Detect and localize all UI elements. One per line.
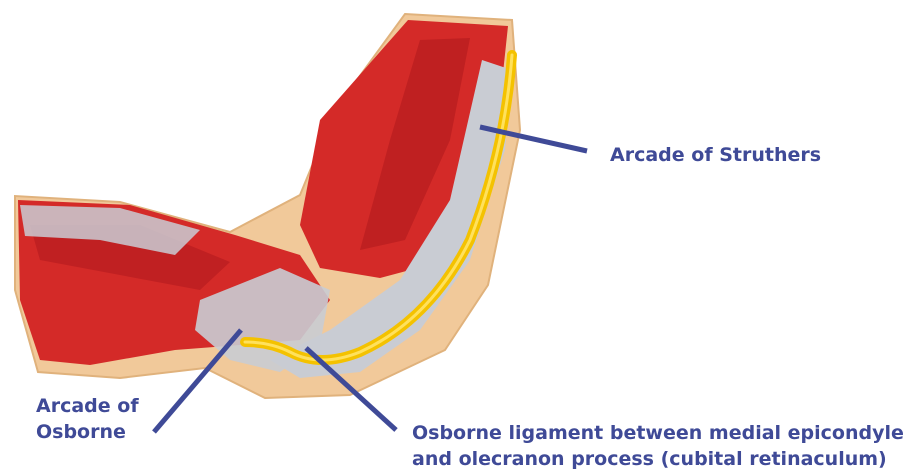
label-arcade-of-osborne-line2: Osborne: [36, 419, 139, 445]
label-osborne-ligament: Osborne ligament between medial epicondy…: [412, 420, 904, 472]
label-osborne-ligament-line2: and olecranon process (cubital retinacul…: [412, 446, 904, 472]
label-arcade-of-struthers: Arcade of Struthers: [610, 142, 821, 168]
label-arcade-of-struthers-text: Arcade of Struthers: [610, 142, 821, 168]
label-arcade-of-osborne-line1: Arcade of: [36, 393, 139, 419]
label-osborne-ligament-line1: Osborne ligament between medial epicondy…: [412, 420, 904, 446]
label-arcade-of-osborne: Arcade of Osborne: [36, 393, 139, 445]
